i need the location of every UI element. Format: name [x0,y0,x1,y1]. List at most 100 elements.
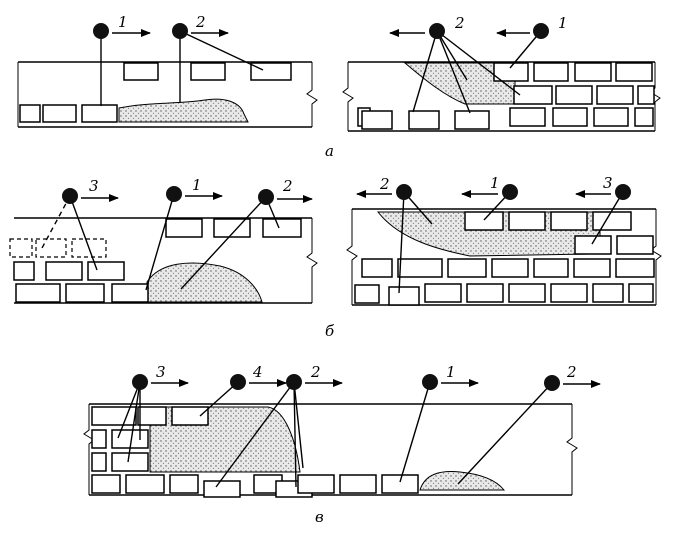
brick [550,211,588,231]
brick [574,235,612,255]
brick [508,211,546,231]
brick [491,258,529,278]
bricklayer-reach [399,381,431,483]
brick [634,107,654,127]
brick [509,107,546,127]
mortar-bed [419,471,506,491]
brick [615,258,655,278]
brick [466,283,504,303]
brick [19,104,41,123]
worker-number-label: 2 [310,363,321,381]
bricklayer-3-marker [132,374,148,390]
brick [464,211,504,231]
brick [533,62,569,82]
break-mark [83,404,95,495]
brick [81,104,118,123]
break-mark [306,62,318,127]
worker-number-label: 1 [446,363,456,381]
bricklayer-reach [127,381,141,463]
brick [65,283,105,303]
brick [171,406,209,426]
brick [555,85,593,105]
bricklayer-reach [145,193,175,291]
planned-brick [35,238,67,258]
brick [628,283,654,303]
brick [533,258,569,278]
bricklayer-2-marker [396,184,412,200]
worker-number-label: 2 [379,175,390,193]
brick [592,283,624,303]
panel-b-left: 3 1 2 [9,176,318,304]
mortar-bed [118,98,249,123]
panel-a-left: 1 2 [17,13,318,128]
brick [361,258,393,278]
worker-number-label: 3 [603,174,613,192]
bricklayer-reach [591,191,624,245]
mortar-bed [403,62,516,105]
brick [596,85,634,105]
bricklayer-reach [215,381,295,488]
worker-number-label: 3 [89,177,99,195]
bricklayer-reach [436,30,468,81]
brick [137,406,167,426]
brick [45,261,83,281]
bricklayer-1-marker [166,186,182,202]
bricklayer-reach [293,381,297,488]
brick [513,85,553,105]
brick [190,62,226,81]
brick [15,283,61,303]
brick [262,218,302,238]
bricklayer-2-marker [172,23,188,39]
break-mark [346,209,358,305]
panel-b-right: 2 1 3 [346,174,662,306]
brick [615,62,653,82]
brick [388,286,420,306]
brick [592,211,632,231]
worker-number-label: 1 [192,176,202,194]
bricklayer-3-marker [615,184,631,200]
bricklayer-reach [457,382,553,485]
panel-a-right: 2 1 [342,14,661,132]
brick [125,474,165,494]
brick [454,110,490,130]
brick [111,283,149,303]
worker-number-label: 1 [558,14,568,32]
planned-brick [9,238,33,258]
brick [91,452,107,472]
brick [13,261,35,281]
bricklayer-reach [199,381,239,417]
brick [424,283,462,303]
break-mark [342,62,354,131]
bricklayer-reach [436,30,521,96]
brick [354,284,380,304]
brick [508,283,546,303]
brick [616,235,654,255]
brick [447,258,487,278]
bricklayer-2-marker [286,374,302,390]
worker-number-label: 2 [195,13,206,31]
caption-v: в [315,508,324,526]
brick [573,258,611,278]
break-mark [649,62,661,131]
bricklayer-reach [509,30,542,69]
bricklayer-2-marker [258,189,274,205]
panel-v: 3 4 2 1 2 [83,363,601,498]
bricklayer-reach [117,381,141,439]
brick [493,62,529,82]
worker-number-label: 2 [566,363,577,381]
bricklayer-1-marker [422,374,438,390]
caption-a: а [325,142,334,160]
brick [552,107,588,127]
brick [381,474,419,494]
brick [550,283,588,303]
bricklayer-1-marker [93,23,109,39]
bricklayer-reach [180,196,267,290]
brick [123,62,159,81]
brick [637,85,655,105]
worker-number-label: 1 [490,174,500,192]
bricklayer-reach [69,195,98,271]
brick [91,429,107,449]
worker-number-label: 4 [252,363,263,381]
brick [203,480,241,498]
brick [165,218,203,238]
